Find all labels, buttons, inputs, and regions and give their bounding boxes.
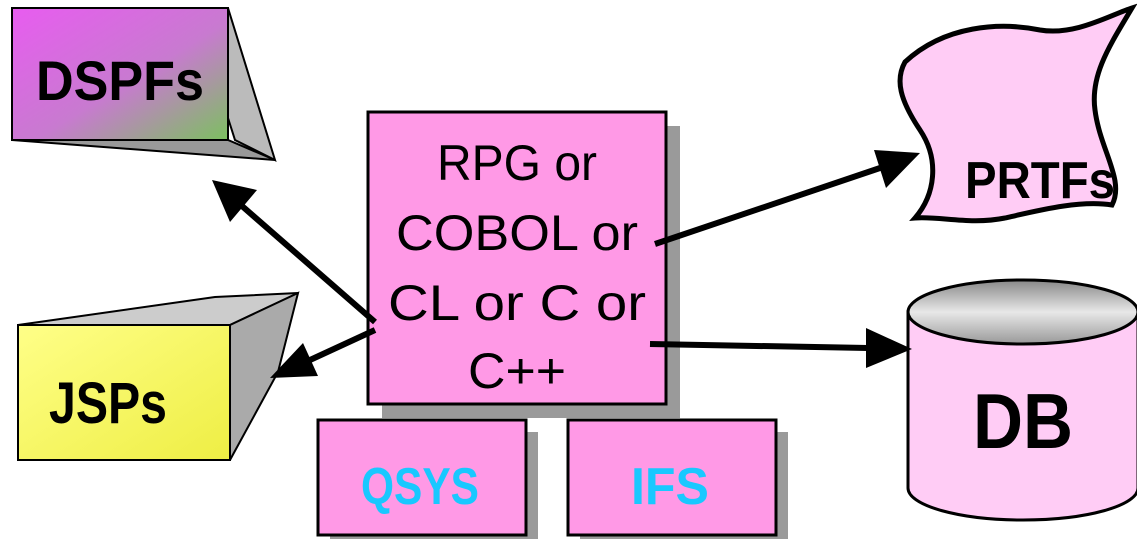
jsp-label: JSPs (49, 371, 167, 436)
display-file-icon: DSPFs (11, 7, 277, 162)
ifs-label: IFS (631, 458, 709, 516)
language-line-2: COBOL or (396, 205, 638, 261)
arrow-to-dspf (212, 180, 377, 325)
db-label: DB (973, 377, 1073, 465)
database-cylinder-icon: DB (906, 278, 1137, 522)
arrow-to-jsp (270, 327, 377, 378)
arrow-to-db (649, 328, 912, 368)
prtf-label: PRTFs (965, 152, 1115, 210)
qsys-box: QSYS (316, 418, 538, 539)
printout-icon: PRTFs (897, 3, 1137, 224)
language-line-3: CL or C or (388, 275, 646, 331)
jsp-display-icon: JSPs (17, 291, 300, 461)
qsys-label: QSYS (361, 458, 479, 516)
arrow-to-prtf (654, 150, 920, 247)
ifs-box: IFS (566, 418, 788, 539)
dspf-label: DSPFs (36, 49, 204, 112)
program-box: RPG or COBOL or CL or C or C++ (366, 110, 680, 418)
language-line-4: C++ (468, 343, 566, 399)
language-line-1: RPG or (437, 135, 597, 191)
